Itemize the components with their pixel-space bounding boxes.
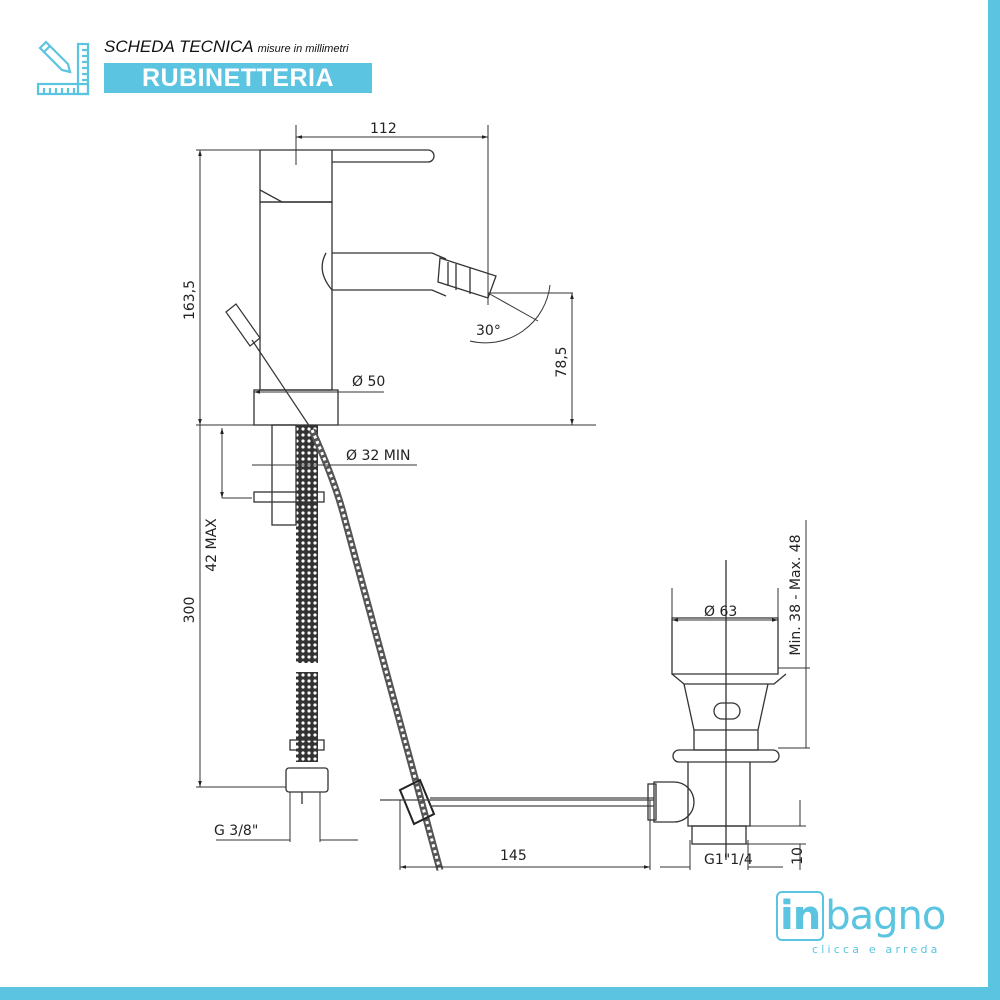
dim-deck-thickness: 42 MAX xyxy=(204,518,220,572)
units-note: misure in millimetri xyxy=(257,43,349,55)
dim-total-height: 163,5 xyxy=(182,280,198,320)
dim-spout-height: 78,5 xyxy=(554,346,570,377)
sheet-title-text: SCHEDA TECNICA xyxy=(104,37,254,56)
dim-waste-thread-height: 10 xyxy=(790,847,806,865)
category-banner: RUBINETTERIA xyxy=(104,63,372,93)
logo-prefix: in xyxy=(776,891,825,941)
dim-hose-length: 300 xyxy=(182,597,198,624)
popup-lever xyxy=(225,303,313,431)
logo-suffix: bagno xyxy=(825,893,946,939)
dim-rod-length: 145 xyxy=(500,848,527,864)
dim-waste-diameter: Ø 63 xyxy=(704,604,737,620)
dim-waste-thread: G1"1/4 xyxy=(704,852,753,868)
ruler-pencil-icon xyxy=(36,40,90,96)
braided-hose xyxy=(296,425,318,663)
dim-hose-connection: G 3/8" xyxy=(214,823,258,839)
frame-border-right xyxy=(988,0,1000,1000)
logo-tagline: clicca e arreda xyxy=(812,943,941,956)
frame-border-bottom xyxy=(0,987,1000,1000)
braided-hose-lower xyxy=(296,672,318,762)
dim-spout-angle: 30° xyxy=(476,323,501,339)
dim-spout-reach: 112 xyxy=(370,121,397,137)
dim-waste-range: Min. 38 - Max. 48 xyxy=(788,534,804,655)
dim-base-diameter: Ø 50 xyxy=(352,374,385,390)
waste-valve xyxy=(647,560,787,860)
pull-rod xyxy=(308,428,444,871)
dim-hole-diameter: Ø 32 MIN xyxy=(346,448,410,464)
